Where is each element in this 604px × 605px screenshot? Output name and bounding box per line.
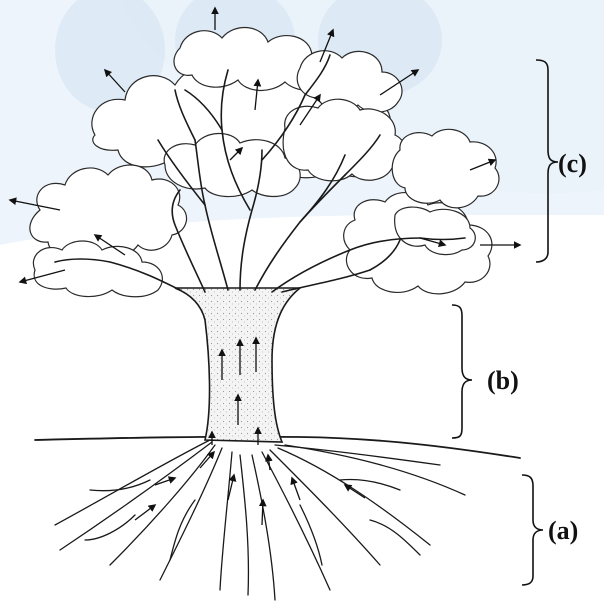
bracket-crown bbox=[535, 59, 559, 263]
roots bbox=[54, 439, 466, 601]
label-crown: (c) bbox=[558, 149, 587, 178]
bracket-trunk bbox=[451, 304, 473, 439]
label-roots: (a) bbox=[548, 516, 578, 545]
root-arrows bbox=[134, 450, 366, 526]
bracket-roots bbox=[521, 474, 544, 586]
label-trunk: (b) bbox=[487, 366, 519, 395]
trunk-arrows bbox=[208, 336, 262, 445]
crown-foliage bbox=[29, 26, 500, 298]
ground-line bbox=[34, 435, 521, 459]
branches bbox=[54, 54, 466, 293]
crown-arrows bbox=[8, 6, 522, 285]
